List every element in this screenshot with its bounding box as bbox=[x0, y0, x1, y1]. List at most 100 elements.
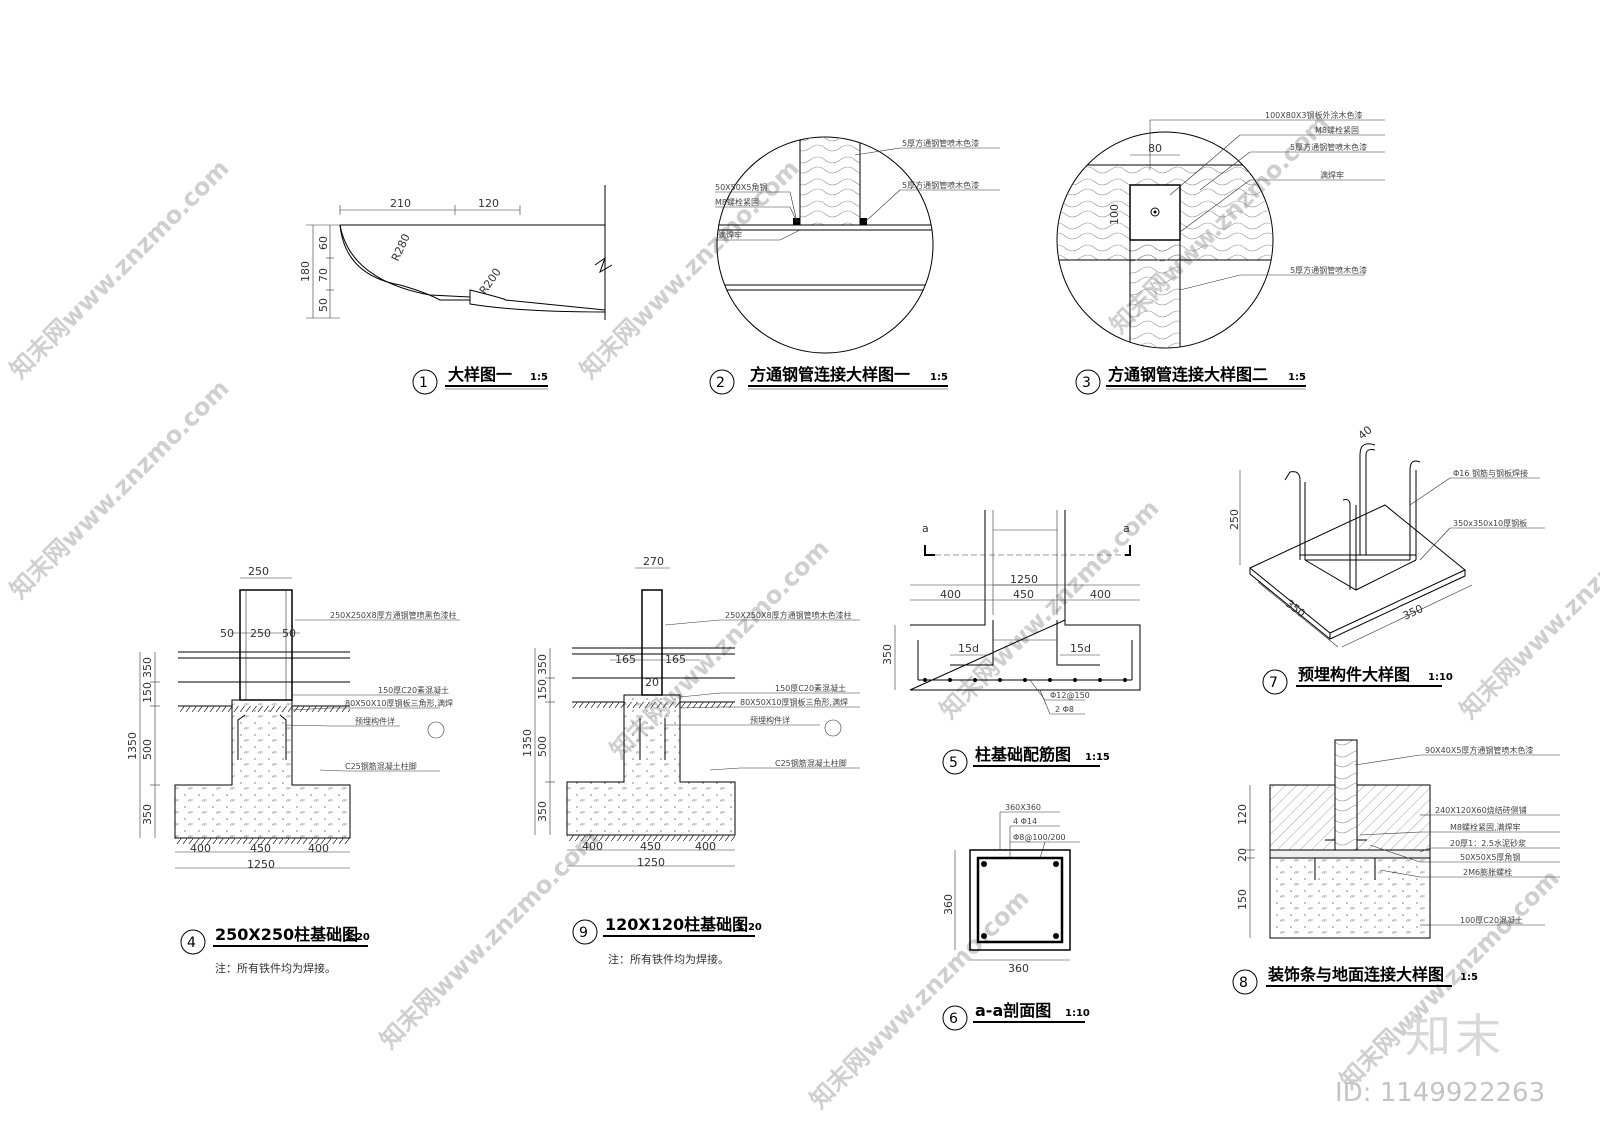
dim-text: 1250 bbox=[1010, 573, 1038, 586]
leader-text: Φ8@100/200 bbox=[1013, 833, 1066, 842]
detail-number: 8 bbox=[1239, 975, 1248, 991]
detail-number: 7 bbox=[1269, 675, 1278, 691]
detail-1: 210 120 60 70 50 180 R280 R200 1 大样图一 1:… bbox=[299, 185, 613, 395]
dim-text: a bbox=[1123, 522, 1130, 535]
detail-scale: 1:10 bbox=[1428, 672, 1453, 683]
leader-text: 50X50X5厚角钢 bbox=[1460, 852, 1520, 862]
leader-text: 20厚1：2.5水泥砂浆 bbox=[1450, 838, 1526, 848]
detail-number: 1 bbox=[419, 375, 428, 391]
detail-title: 120X120柱基础图 bbox=[605, 915, 748, 934]
dim-text: 50 bbox=[282, 627, 296, 640]
dim-text: 150 bbox=[536, 679, 549, 700]
detail-title: 方通钢管连接大样图二 bbox=[1108, 365, 1268, 384]
leader-text: 2 Φ8 bbox=[1055, 705, 1074, 714]
leader-text: 满焊牢 bbox=[718, 230, 742, 240]
dim-text: 350 bbox=[1283, 597, 1308, 620]
dim-text: 1250 bbox=[247, 858, 275, 871]
dim-text: 500 bbox=[141, 739, 154, 760]
leader-text: 360X360 bbox=[1005, 803, 1041, 812]
leader-text: 5厚方通钢管喷木色漆 bbox=[1290, 142, 1367, 152]
detail-scale: 1:5 bbox=[1288, 372, 1306, 383]
dim-text: 350 bbox=[536, 654, 549, 675]
leader-text: Φ16 钢筋与钢板焊接 bbox=[1453, 468, 1528, 478]
detail-title: 装饰条与地面连接大样图 bbox=[1267, 965, 1444, 984]
detail-scale: 1:15 bbox=[1085, 752, 1110, 763]
detail-scale: 1:5 bbox=[530, 372, 548, 383]
leader-text: 100X80X3钢板外涂木色漆 bbox=[1265, 110, 1363, 120]
leader-text: 250X250X8厚方通钢管喷黑色漆柱 bbox=[330, 610, 457, 620]
dim-text: 250 bbox=[248, 565, 269, 578]
watermark-text: 知末网www.znzmo.com bbox=[4, 154, 234, 384]
dim-text: 250 bbox=[1228, 509, 1241, 530]
leader-text: C25钢筋混凝土柱脚 bbox=[775, 758, 847, 768]
leader-text: M8螺栓紧固 bbox=[1315, 125, 1359, 135]
dim-text: 120 bbox=[1236, 804, 1249, 825]
leader-text: 5厚方通钢管喷木色漆 bbox=[902, 180, 979, 190]
leader-text: 240X120X60烧结砖侧铺 bbox=[1435, 805, 1527, 815]
leader-text: 250X250X8厚方通钢管喷木色漆柱 bbox=[725, 610, 852, 620]
watermark-text: 知末网www.znzmo.com bbox=[804, 884, 1034, 1114]
dim-text: 400 bbox=[190, 842, 211, 855]
leader-text: C25钢筋混凝土柱脚 bbox=[345, 761, 417, 771]
watermark-text: 知末网www.znzmo.com bbox=[1454, 494, 1600, 724]
image-id-label: ID: 1149922263 bbox=[1335, 1078, 1546, 1108]
leader-text: 80X50X10厚钢板三角形,满焊 bbox=[345, 698, 453, 708]
detail-scale: 1:20 bbox=[737, 922, 762, 933]
detail-number: 6 bbox=[949, 1011, 958, 1027]
leader-text: 5厚方通钢管喷木色漆 bbox=[1290, 265, 1367, 275]
detail-number: 9 bbox=[579, 925, 588, 941]
dim-text: 210 bbox=[390, 197, 411, 210]
dim-text: 400 bbox=[940, 588, 961, 601]
detail-scale: 1:5 bbox=[1460, 972, 1478, 983]
dim-text: 450 bbox=[250, 842, 271, 855]
leader-text: 150厚C20素混凝土 bbox=[378, 685, 449, 695]
dim-text: 350 bbox=[881, 644, 894, 665]
detail-8: 120 20 150 90X40X5厚方通钢管喷木色漆 240X120X60烧结… bbox=[1232, 739, 1560, 995]
detail-2: 5厚方通钢管喷木色漆 5厚方通钢管喷木色漆 50X50X5角钢 M8螺栓紧固 满… bbox=[709, 136, 1000, 395]
dim-text: 400 bbox=[1090, 588, 1111, 601]
dim-text: 40 bbox=[1356, 423, 1375, 442]
dim-text: 70 bbox=[317, 268, 330, 282]
dim-text: 270 bbox=[643, 555, 664, 568]
dim-text: a bbox=[922, 522, 929, 535]
detail-9: 250X250X8厚方通钢管喷木色漆柱 150厚C20素混凝土 80X50X10… bbox=[521, 555, 860, 966]
dim-text: 150 bbox=[141, 682, 154, 703]
detail-number: 3 bbox=[1082, 375, 1091, 391]
leader-text: 150厚C20素混凝土 bbox=[775, 683, 846, 693]
dim-text: 1350 bbox=[126, 732, 139, 760]
dim-text: 450 bbox=[640, 840, 661, 853]
detail-title: 大样图一 bbox=[448, 365, 512, 384]
dim-text: 80 bbox=[1148, 142, 1162, 155]
dim-text: 60 bbox=[317, 236, 330, 250]
dim-text: 165 bbox=[665, 653, 686, 666]
dim-text: 165 bbox=[615, 653, 636, 666]
detail-title: 方通钢管连接大样图一 bbox=[750, 365, 910, 384]
leader-text: M8螺栓紧固 bbox=[715, 197, 759, 207]
leader-text: 预埋构件详 bbox=[750, 715, 790, 725]
detail-note: 注：所有铁件均为焊接。 bbox=[215, 961, 336, 975]
dim-text: 150 bbox=[1236, 889, 1249, 910]
dim-text: R280 bbox=[389, 232, 413, 263]
dim-text: 500 bbox=[536, 736, 549, 757]
dim-text: 15d bbox=[958, 642, 979, 655]
watermark-brand: 知末 bbox=[1405, 1009, 1505, 1063]
dim-text: 350 bbox=[141, 657, 154, 678]
dim-text: 450 bbox=[1013, 588, 1034, 601]
watermark-text: 知末网www.znzmo.com bbox=[374, 824, 604, 1054]
leader-text: 2M6膨胀螺栓 bbox=[1463, 867, 1512, 877]
dim-text: 360 bbox=[1008, 962, 1029, 975]
detail-scale: 1:5 bbox=[930, 372, 948, 383]
dim-text: 400 bbox=[582, 840, 603, 853]
dim-text: 360 bbox=[942, 894, 955, 915]
leader-text: 100厚C20混凝土 bbox=[1460, 915, 1523, 925]
dim-text: 100 bbox=[1108, 204, 1121, 225]
detail-note: 注：所有铁件均为焊接。 bbox=[608, 952, 729, 966]
detail-3: 80 100 100X80X3钢板外涂木色漆 M8螺栓紧固 5厚方通钢管喷木色漆… bbox=[1056, 110, 1385, 395]
dim-text: 350 bbox=[536, 801, 549, 822]
detail-5: a a 1250 400 450 400 350 15d 15d Φ12@150… bbox=[881, 510, 1141, 775]
watermark-text: 知末网www.znzmo.com bbox=[574, 154, 804, 384]
detail-6: 360X360 4 Φ14 Φ8@100/200 360 360 6 a-a剖面… bbox=[942, 803, 1090, 1031]
detail-title: a-a剖面图 bbox=[975, 1001, 1051, 1020]
dim-text: 50 bbox=[317, 298, 330, 312]
